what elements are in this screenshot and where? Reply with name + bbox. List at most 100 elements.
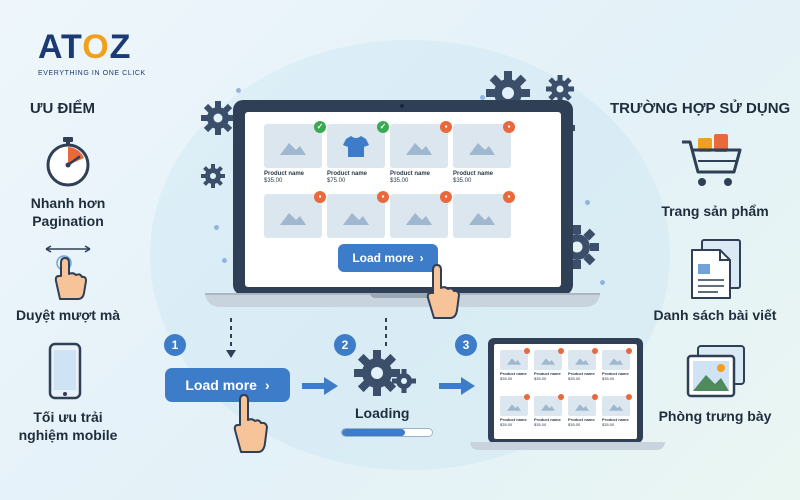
stopwatch-icon bbox=[46, 137, 90, 187]
product-image-placeholder-icon bbox=[534, 350, 562, 370]
dashed-arrow-icon bbox=[226, 318, 236, 358]
product-name: Product name bbox=[327, 171, 368, 177]
product-name: Product name bbox=[453, 171, 494, 177]
advantage-label: Duyệt mượt mà bbox=[15, 307, 121, 323]
product-card[interactable]: ▪ bbox=[264, 191, 326, 238]
laptop-camera bbox=[400, 104, 404, 108]
product-price: $35.00 bbox=[534, 376, 547, 381]
product-price: $35.00 bbox=[534, 422, 547, 427]
brand-logo: ATOZ bbox=[38, 28, 132, 66]
result-laptop-base bbox=[470, 442, 665, 450]
product-image-placeholder-icon bbox=[500, 350, 528, 370]
load-more-label: Load more bbox=[352, 251, 414, 265]
product-price: $35.00 bbox=[264, 178, 283, 184]
cart-icon: ▪ bbox=[314, 191, 326, 203]
product-image-placeholder-icon bbox=[568, 396, 596, 416]
product-name: Product name bbox=[534, 371, 561, 376]
arrow-right-icon bbox=[302, 377, 338, 395]
product-card[interactable]: ▪ bbox=[453, 191, 515, 238]
result-product-card[interactable]: Product name$35.00 bbox=[500, 348, 530, 381]
use-cases-title: TRƯỜNG HỢP SỬ DỤNG bbox=[610, 100, 791, 117]
dashed-line-icon bbox=[385, 318, 387, 346]
product-image-placeholder-icon bbox=[500, 396, 528, 416]
cart-icon bbox=[558, 394, 564, 400]
smartphone-icon bbox=[48, 342, 82, 400]
product-image-placeholder-icon bbox=[453, 194, 511, 238]
result-product-card[interactable]: Product name$35.00 bbox=[602, 348, 632, 381]
product-image-placeholder-icon bbox=[264, 194, 322, 238]
product-card[interactable]: ▪ bbox=[390, 191, 452, 238]
product-image-placeholder-icon bbox=[453, 124, 511, 168]
product-image-placeholder-icon bbox=[390, 124, 448, 168]
product-image-placeholder-icon bbox=[568, 350, 596, 370]
cart-icon bbox=[592, 348, 598, 354]
cart-icon: ▪ bbox=[440, 191, 452, 203]
step-number: 3 bbox=[455, 334, 477, 356]
check-icon: ✓ bbox=[377, 121, 389, 133]
load-more-button[interactable]: Load more › bbox=[338, 244, 438, 272]
product-image-placeholder-icon bbox=[602, 350, 630, 370]
product-image-placeholder-icon bbox=[327, 194, 385, 238]
load-more-label: Load more bbox=[185, 377, 257, 393]
load-more-button[interactable]: Load more › bbox=[165, 368, 290, 402]
progress-fill bbox=[342, 429, 405, 436]
result-product-card[interactable]: Product name$35.00 bbox=[602, 394, 632, 427]
arrow-right-icon bbox=[439, 377, 475, 395]
cart-icon: ▪ bbox=[503, 121, 515, 133]
product-price: $35.00 bbox=[602, 422, 615, 427]
shopping-cart-icon bbox=[682, 134, 742, 186]
loading-label: Loading bbox=[355, 405, 410, 421]
product-image-placeholder-icon bbox=[390, 194, 448, 238]
brand-tagline: EVERYTHING IN ONE CLICK bbox=[38, 70, 146, 77]
product-name: Product name bbox=[568, 417, 595, 422]
cart-icon: ▪ bbox=[440, 121, 452, 133]
product-card[interactable]: ✓ Product name $35.00 bbox=[264, 121, 326, 184]
product-card[interactable]: ▪ Product name $35.00 bbox=[390, 121, 452, 184]
use-case-label: Trang sản phẩm bbox=[661, 203, 769, 219]
product-name: Product name bbox=[602, 371, 629, 376]
decor-dot bbox=[222, 258, 227, 263]
cart-icon bbox=[626, 348, 632, 354]
decor-dot bbox=[585, 200, 590, 205]
advantage-label: Tối ưu trải nghiệm mobile bbox=[18, 409, 118, 443]
advantage-label: Nhanh hơn Pagination bbox=[30, 195, 106, 229]
check-icon: ✓ bbox=[314, 121, 326, 133]
cart-icon bbox=[558, 348, 564, 354]
product-price: $35.00 bbox=[568, 422, 581, 427]
product-card[interactable]: ▪ Product name $35.00 bbox=[453, 121, 515, 184]
result-product-card[interactable]: Product name$35.00 bbox=[568, 348, 598, 381]
cart-icon: ▪ bbox=[503, 191, 515, 203]
gear-icon bbox=[200, 163, 226, 189]
product-name: Product name bbox=[534, 417, 561, 422]
decor-dot bbox=[600, 280, 605, 285]
chevron-right-icon: › bbox=[419, 251, 424, 265]
cart-icon bbox=[524, 348, 530, 354]
result-product-card[interactable]: Product name$35.00 bbox=[534, 348, 564, 381]
result-product-card[interactable]: Product name$35.00 bbox=[500, 394, 530, 427]
gallery-icon bbox=[686, 345, 745, 398]
chevron-right-icon: › bbox=[264, 377, 270, 393]
product-card[interactable]: ▪ bbox=[327, 191, 389, 238]
decor-dot bbox=[214, 225, 219, 230]
product-price: $35.00 bbox=[602, 376, 615, 381]
use-case-label: Phòng trưng bày bbox=[658, 408, 772, 424]
cart-icon bbox=[524, 394, 530, 400]
step-number: 1 bbox=[164, 334, 186, 356]
product-price: $75.00 bbox=[327, 178, 346, 184]
use-case-label: Danh sách bài viết bbox=[653, 307, 777, 323]
product-name: Product name bbox=[500, 371, 527, 376]
product-name: Product name bbox=[500, 417, 527, 422]
product-image-placeholder-icon bbox=[534, 396, 562, 416]
product-price: $35.00 bbox=[500, 376, 513, 381]
laptop-notch bbox=[370, 293, 435, 298]
swipe-hand-icon bbox=[45, 245, 91, 300]
result-product-card[interactable]: Product name$35.00 bbox=[534, 394, 564, 427]
product-card[interactable]: ✓ Product name $75.00 bbox=[327, 121, 389, 184]
product-name: Product name bbox=[264, 171, 305, 177]
result-product-card[interactable]: Product name$35.00 bbox=[568, 394, 598, 427]
cart-icon bbox=[626, 394, 632, 400]
product-image-placeholder-icon bbox=[602, 396, 630, 416]
product-image-placeholder-icon bbox=[264, 124, 322, 168]
product-price: $35.00 bbox=[568, 376, 581, 381]
